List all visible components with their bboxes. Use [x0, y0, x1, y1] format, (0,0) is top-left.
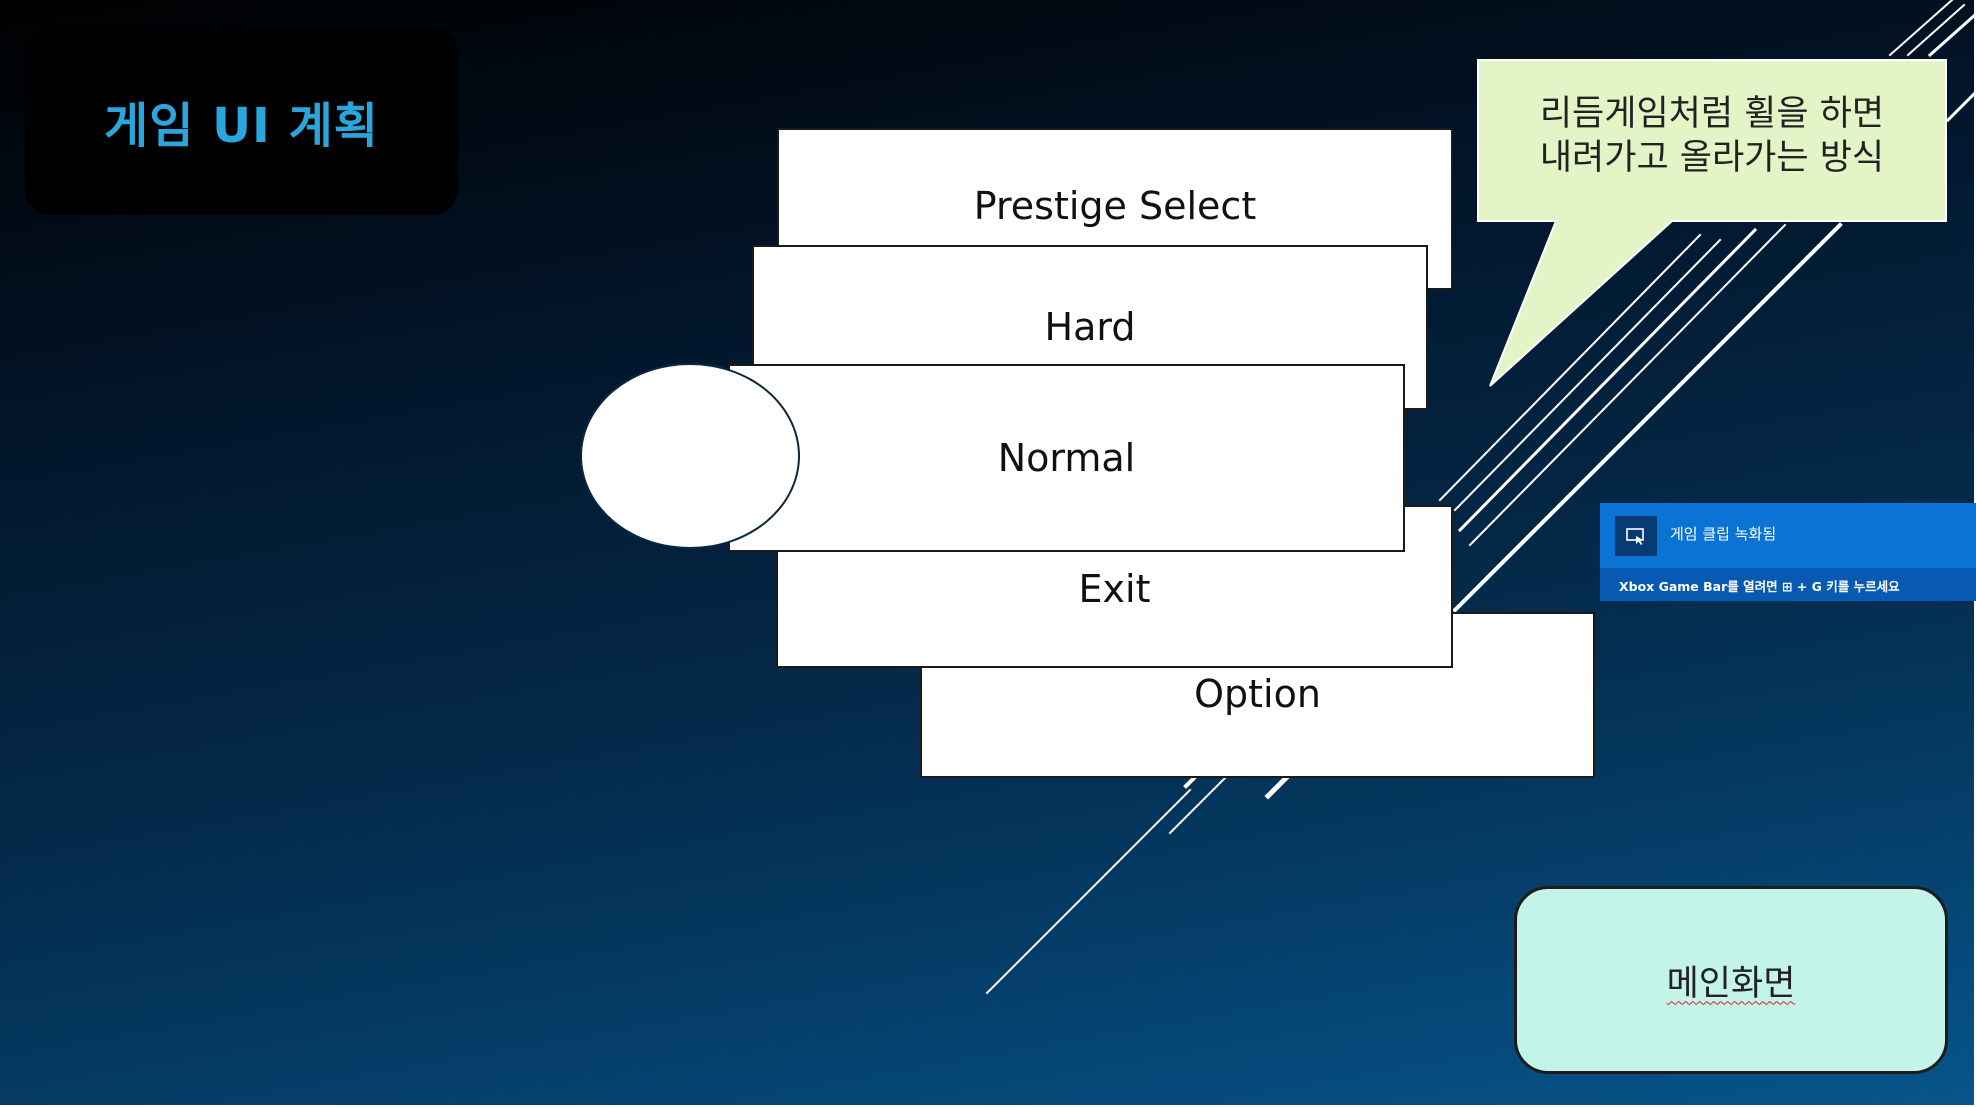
callout-line-2: 내려가고 올라가는 방식: [1539, 138, 1885, 178]
slide-title-box: 게임 UI 계획: [25, 27, 458, 215]
menu-label: Normal: [997, 436, 1136, 480]
menu-label: Prestige Select: [973, 184, 1257, 228]
main-screen-label-box: 메인화면: [1514, 886, 1948, 1074]
menu-label: Hard: [1044, 305, 1136, 349]
selection-indicator-circle: [580, 363, 800, 549]
notification-subtitle: Xbox Game Bar를 열려면 ⊞ + G 키를 누르세요: [1619, 579, 1900, 594]
notification-header: 게임 클립 녹화됨: [1600, 503, 1976, 568]
notification-footer: Xbox Game Bar를 열려면 ⊞ + G 키를 누르세요: [1600, 568, 1976, 601]
menu-label: Option: [1194, 672, 1321, 716]
speech-bubble: [1477, 59, 1947, 387]
menu-card-normal[interactable]: Normal: [728, 364, 1405, 552]
callout-line-1: 리듬게임처럼 휠을 하면: [1539, 94, 1885, 134]
screen-record-icon: [1615, 516, 1657, 556]
slide-title: 게임 UI 계획: [104, 98, 379, 154]
menu-label: Exit: [1078, 567, 1151, 611]
main-screen-label: 메인화면: [1666, 963, 1796, 1004]
callout-text: 리듬게임처럼 휠을 하면 내려가고 올라가는 방식: [1478, 92, 1946, 180]
notification-title: 게임 클립 녹화됨: [1670, 525, 1777, 543]
game-clip-notification[interactable]: 게임 클립 녹화됨 Xbox Game Bar를 열려면 ⊞ + G 키를 누르…: [1600, 503, 1976, 601]
bottom-edge: [0, 1105, 1976, 1107]
